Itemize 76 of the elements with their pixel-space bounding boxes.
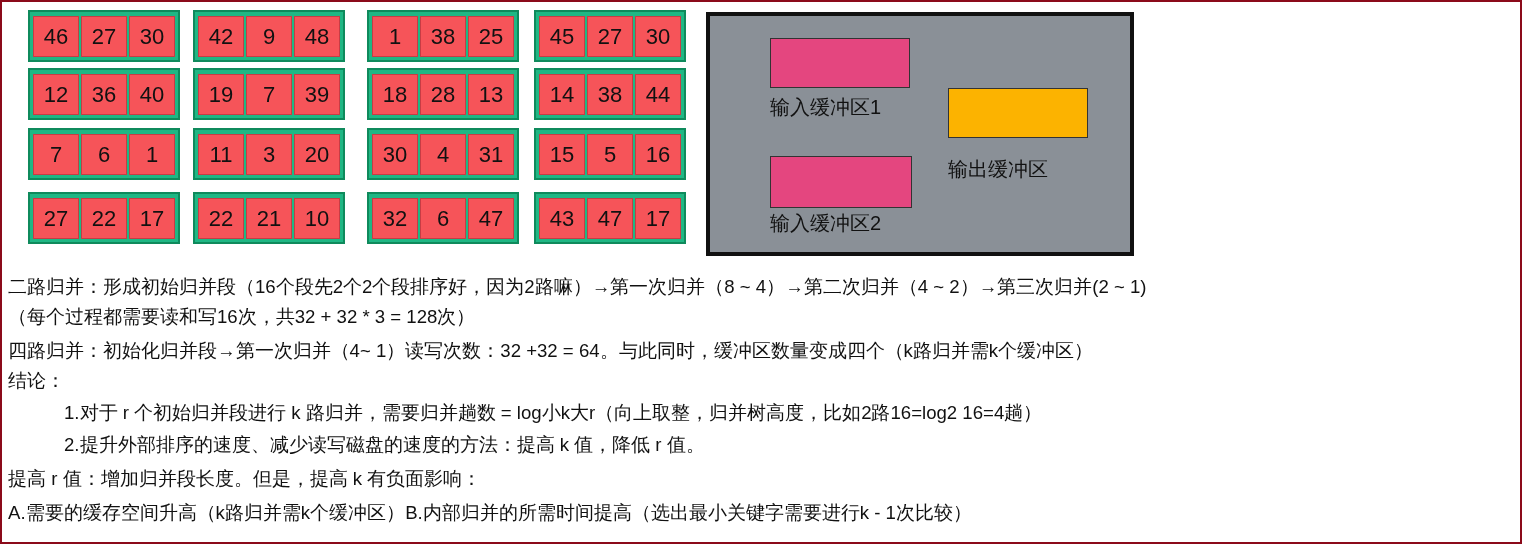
number-cell: 12: [33, 74, 79, 115]
number-cell: 3: [246, 134, 292, 175]
number-cell: 4: [420, 134, 466, 175]
segment-band: [534, 192, 686, 244]
number-cell: 45: [539, 16, 585, 57]
number-cell: 9: [246, 16, 292, 57]
note-text: 二路归并：形成初始归并段（16个段先2个2个段排序好，因为2路嘛）→第一次归并（8 ~ 4）→第二次归并（4 ~ 2）→第三次归并(2 ~ 1): [8, 276, 1147, 298]
number-cell: 31: [468, 134, 514, 175]
segment-band: [534, 128, 686, 180]
number-cell: 46: [33, 16, 79, 57]
number-cell: 32: [372, 198, 418, 239]
number-cell: 47: [587, 198, 633, 239]
buffer-label: 输出缓冲区: [948, 157, 1048, 182]
number-cell: 22: [81, 198, 127, 239]
note-text: 1.对于 r 个初始归并段进行 k 路归并，需要归并趟数 = log小k大r（向上取整，归并树高度，比如2路16=log2 16=4趟）: [64, 402, 1043, 424]
segment-band: [193, 68, 345, 120]
segment-band: [534, 68, 686, 120]
number-cell: 14: [539, 74, 585, 115]
number-cell: 30: [129, 16, 175, 57]
number-cell: 17: [635, 198, 681, 239]
number-cell: 20: [294, 134, 340, 175]
number-cell: 39: [294, 74, 340, 115]
number-cell: 18: [372, 74, 418, 115]
number-cell: 6: [81, 134, 127, 175]
buffer-label: 输入缓冲区2: [770, 211, 882, 236]
number-cell: 47: [468, 198, 514, 239]
number-cell: 38: [420, 16, 466, 57]
number-cell: 6: [420, 198, 466, 239]
note-text: 四路归并：初始化归并段→第一次归并（4~ 1）读写次数：32 +32 = 64。与此同时，缓冲区数量变成四个（k路归并需k个缓冲区）: [8, 340, 1094, 362]
segment-band: [367, 128, 519, 180]
number-cell: 19: [198, 74, 244, 115]
segment-band: [367, 192, 519, 244]
segment-band: [193, 192, 345, 244]
number-cell: 28: [420, 74, 466, 115]
number-cell: 7: [246, 74, 292, 115]
number-cell: 38: [587, 74, 633, 115]
number-cell: 7: [33, 134, 79, 175]
segment-band: [28, 128, 180, 180]
number-cell: 22: [198, 198, 244, 239]
note-text: A.需要的缓存空间升高（k路归并需k个缓冲区）B.内部归并的所需时间提高（选出最小关键字需要进行k - 1次比较）: [8, 502, 972, 524]
segment-band: [28, 192, 180, 244]
number-cell: 48: [294, 16, 340, 57]
segment-band: [367, 68, 519, 120]
note-text: 2.提升外部排序的速度、减少读写磁盘的速度的方法：提高 k 值，降低 r 值。: [64, 434, 705, 456]
number-cell: 1: [129, 134, 175, 175]
number-cell: 21: [246, 198, 292, 239]
number-cell: 11: [198, 134, 244, 175]
number-cell: 42: [198, 16, 244, 57]
number-cell: 13: [468, 74, 514, 115]
number-cell: 1: [372, 16, 418, 57]
number-cell: 30: [372, 134, 418, 175]
note-text: 结论：: [8, 370, 65, 392]
segment-band: [193, 128, 345, 180]
number-cell: 36: [81, 74, 127, 115]
number-cell: 40: [129, 74, 175, 115]
segment-band: [193, 10, 345, 62]
number-cell: 25: [468, 16, 514, 57]
segment-band: [367, 10, 519, 62]
number-cell: 17: [129, 198, 175, 239]
segment-band: [28, 10, 180, 62]
buffer-label: 输入缓冲区1: [770, 95, 882, 120]
number-cell: 27: [81, 16, 127, 57]
number-cell: 44: [635, 74, 681, 115]
note-text: 提高 r 值：增加归并段长度。但是，提高 k 有负面影响：: [8, 468, 482, 490]
number-cell: 43: [539, 198, 585, 239]
number-cell: 5: [587, 134, 633, 175]
note-text: （每个过程都需要读和写16次，共32 + 32 * 3 = 128次）: [8, 306, 476, 328]
number-cell: 27: [587, 16, 633, 57]
buffer-panel: [706, 12, 1134, 256]
number-cell: 10: [294, 198, 340, 239]
number-cell: 15: [539, 134, 585, 175]
number-cell: 30: [635, 16, 681, 57]
segment-band: [534, 10, 686, 62]
number-cell: 16: [635, 134, 681, 175]
segment-band: [28, 68, 180, 120]
number-cell: 27: [33, 198, 79, 239]
